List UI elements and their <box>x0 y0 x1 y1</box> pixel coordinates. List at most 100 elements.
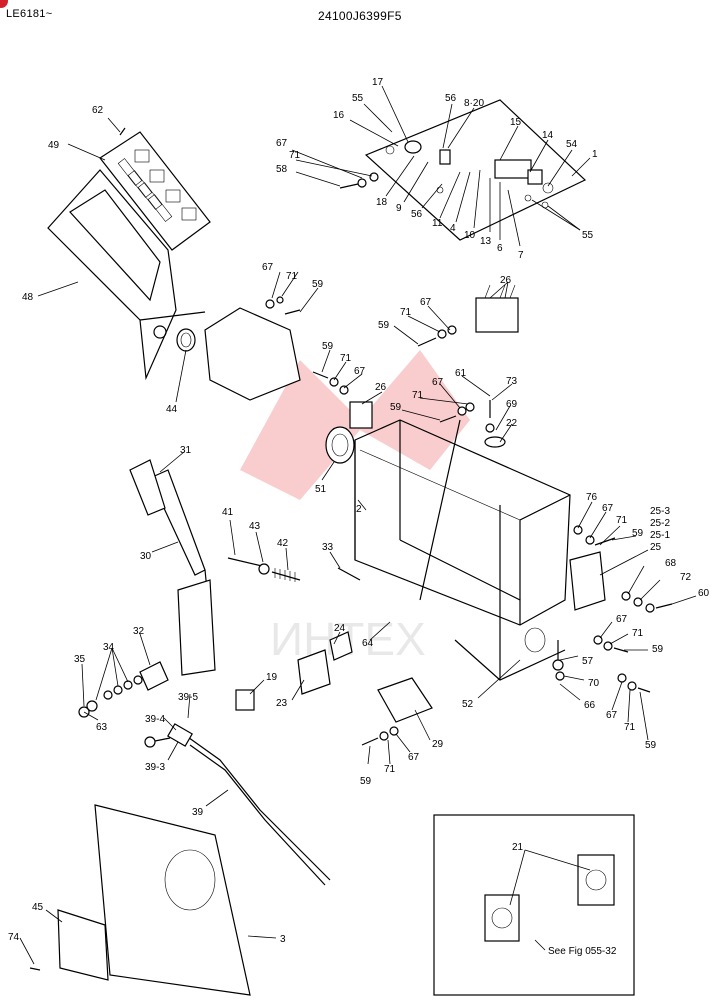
callout-49: 49 <box>48 140 60 151</box>
leader-lines <box>19 85 697 965</box>
callout-72: 72 <box>680 572 692 583</box>
callout-14: 14 <box>542 130 554 141</box>
callout-67c: 67 <box>420 297 432 308</box>
top-plate-1 <box>364 99 587 241</box>
callout-74: 74 <box>8 932 20 943</box>
callout-58: 58 <box>276 164 288 175</box>
fitting-44 <box>176 328 196 352</box>
callout-16: 16 <box>333 110 345 121</box>
fastener-61-73 <box>484 400 506 448</box>
callout-71d: 71 <box>340 353 352 364</box>
drawing-code: 24100J6399F5 <box>318 9 402 23</box>
lever-30 <box>129 459 216 676</box>
corner-marker <box>0 0 8 8</box>
bolt-set-58 <box>339 172 379 189</box>
callout-64: 64 <box>362 638 374 649</box>
callout-71i: 71 <box>384 764 396 775</box>
callout-67g: 67 <box>616 614 628 625</box>
support-bracket <box>204 307 301 401</box>
cable-39 <box>144 723 331 886</box>
callout-4: 4 <box>450 223 456 234</box>
callout-71e: 71 <box>412 390 424 401</box>
callout-9: 9 <box>396 203 402 214</box>
callout-70: 70 <box>588 678 600 689</box>
callout-67e: 67 <box>432 377 444 388</box>
callout-59d: 59 <box>390 402 402 413</box>
callout-17: 17 <box>372 77 384 88</box>
callout-67b: 67 <box>262 262 274 273</box>
part-23 <box>297 649 331 695</box>
callout-71g: 71 <box>632 628 644 639</box>
callout-6: 6 <box>497 243 503 254</box>
callout-55a: 55 <box>352 93 364 104</box>
callout-10: 10 <box>464 230 476 241</box>
callout-31: 31 <box>180 445 192 456</box>
callout-44: 44 <box>166 404 178 415</box>
callout-45: 45 <box>32 902 44 913</box>
callout-59h: 59 <box>360 776 372 787</box>
serial-range-label: LE6181~ <box>6 8 53 20</box>
callout-71c: 71 <box>400 307 412 318</box>
callout-73: 73 <box>506 376 518 387</box>
relay-26-lower <box>349 401 373 429</box>
callout-67a: 67 <box>276 138 288 149</box>
grommet-51 <box>325 426 355 464</box>
callout-29: 29 <box>432 739 444 750</box>
switch-panel-49 <box>99 127 211 251</box>
callout-59b: 59 <box>378 320 390 331</box>
callout-51: 51 <box>315 484 327 495</box>
callout-13: 13 <box>480 236 492 247</box>
callout-39-5: 39-5 <box>178 692 198 703</box>
callout-25-2: 25-2 <box>650 518 670 529</box>
callout-24: 24 <box>334 623 346 634</box>
callout-8-20: 8·20 <box>464 98 484 109</box>
bracket-25 <box>569 525 616 611</box>
callout-63: 63 <box>96 722 108 733</box>
callout-35: 35 <box>74 654 86 665</box>
washer-stack-34-63 <box>78 661 169 718</box>
callout-39: 39 <box>192 807 204 818</box>
callout-62: 62 <box>92 105 104 116</box>
callout-59f: 59 <box>652 644 664 655</box>
callout-2: 2 <box>356 504 362 515</box>
callout-41: 41 <box>222 507 234 518</box>
callout-25-1: 25-1 <box>650 530 670 541</box>
callout-59c: 59 <box>322 341 334 352</box>
main-frame-2 <box>354 419 571 681</box>
part-29 <box>377 677 433 723</box>
callout-71b: 71 <box>286 271 298 282</box>
callout-15: 15 <box>510 117 522 128</box>
callout-1: 1 <box>592 149 598 160</box>
callout-48: 48 <box>22 292 34 303</box>
callout-39-3: 39-3 <box>145 762 165 773</box>
bottom-cover-3 <box>29 804 251 996</box>
bolt-set-59-bottom <box>361 726 399 746</box>
callout-60: 60 <box>698 588 710 599</box>
callout-56a: 56 <box>445 93 457 104</box>
callout-59e: 59 <box>632 528 644 539</box>
callout-25-3: 25-3 <box>650 506 670 517</box>
callout-56b: 56 <box>411 209 423 220</box>
callout-67d: 67 <box>354 366 366 377</box>
bolt-41-spring-42 <box>227 557 361 582</box>
callout-76: 76 <box>586 492 598 503</box>
callout-61: 61 <box>455 368 467 379</box>
bolt-set-57-70 <box>552 640 565 681</box>
callout-66: 66 <box>584 700 596 711</box>
bolt-set-59-right <box>439 402 475 423</box>
bolt-set-59-left <box>312 371 349 395</box>
inset-see-fig-note: See Fig 055-32 <box>548 946 617 957</box>
callout-26b: 26 <box>375 382 387 393</box>
relay-26-upper <box>475 284 519 333</box>
callout-32: 32 <box>133 626 145 637</box>
callout-33: 33 <box>322 542 334 553</box>
callout-42: 42 <box>277 538 289 549</box>
bolt-set-59-mid <box>417 325 457 347</box>
callout-39-4: 39-4 <box>145 714 165 725</box>
callout-30: 30 <box>140 551 152 562</box>
callout-23: 23 <box>276 698 288 709</box>
callout-71f: 71 <box>616 515 628 526</box>
inset-detail-box <box>433 814 635 996</box>
callout-67h: 67 <box>606 710 618 721</box>
